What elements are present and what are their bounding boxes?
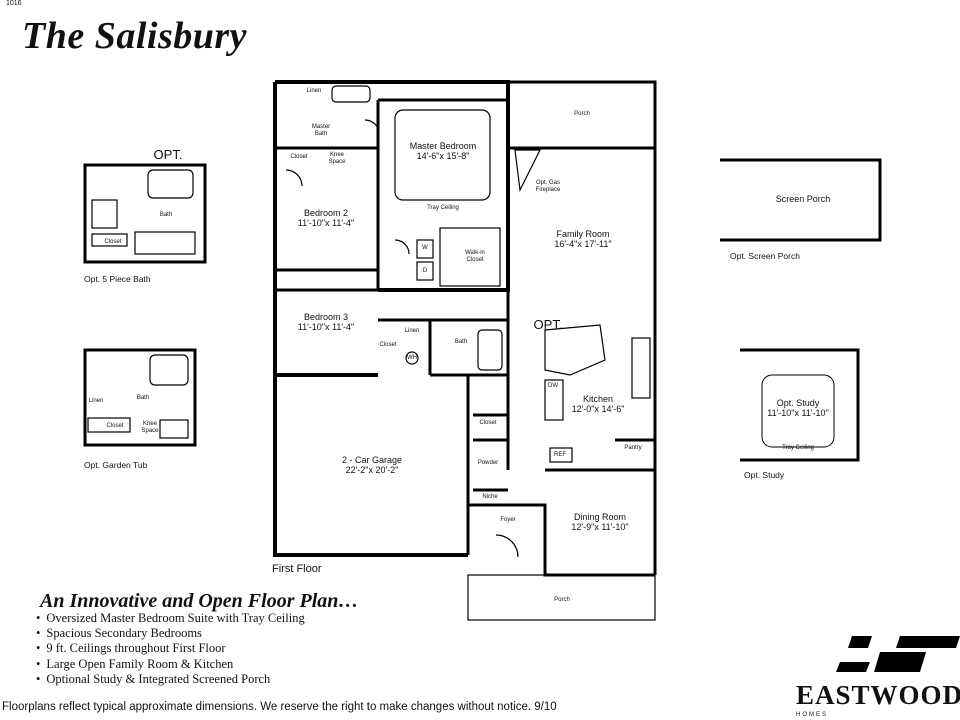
screen-porch-label: Screen Porch bbox=[775, 194, 831, 204]
eastwood-logo-mark bbox=[836, 636, 960, 672]
closet-hall-label: Closet bbox=[479, 420, 497, 426]
foyer-label: Foyer bbox=[500, 517, 516, 523]
ref-label: REF bbox=[554, 452, 566, 458]
five-piece-bath-label: Bath bbox=[159, 212, 173, 218]
master-bath-label: Master Bath bbox=[311, 124, 331, 137]
five-piece-bath-opt: OPT. bbox=[153, 147, 183, 162]
pantry-label: Pantry bbox=[624, 445, 642, 451]
washer-label: W bbox=[422, 245, 428, 251]
closet-bedroom3-label: Closet bbox=[379, 342, 397, 348]
powder-label: Powder bbox=[477, 460, 499, 466]
hall-bath-label: Bath bbox=[454, 339, 468, 345]
eastwood-logo-word: EASTWOOD bbox=[796, 680, 960, 710]
knee-space-label: Knee Space bbox=[328, 152, 346, 165]
garden-tub-caption: Opt. Garden Tub bbox=[84, 460, 148, 470]
study-caption: Opt. Study bbox=[744, 470, 785, 480]
feature-list: Oversized Master Bedroom Suite with Tray… bbox=[36, 611, 305, 687]
garden-tub-bath-label: Bath bbox=[136, 395, 150, 401]
plan-title: The Salisbury bbox=[22, 15, 248, 57]
page-id: 1016 bbox=[6, 0, 22, 7]
linen-top-label: Linen bbox=[306, 88, 322, 94]
garden-tub-linen-label: Linen bbox=[88, 398, 104, 404]
screen-porch-caption: Opt. Screen Porch bbox=[730, 251, 800, 261]
fireplace-label: Opt. Gas Fireplace bbox=[535, 180, 561, 193]
porch-top-label: Porch bbox=[574, 111, 590, 117]
garden-tub-closet-label: Closet bbox=[106, 423, 124, 429]
five-piece-closet-label: Closet bbox=[104, 239, 122, 245]
tray-ceiling-label: Tray Ceiling bbox=[427, 205, 459, 211]
kitchen-opt-label: OPT. bbox=[533, 317, 563, 332]
floor-label: First Floor bbox=[272, 563, 322, 575]
dryer-label: D bbox=[422, 268, 428, 274]
feature-item: 9 ft. Ceilings throughout First Floor bbox=[36, 641, 305, 656]
feature-item: Large Open Family Room & Kitchen bbox=[36, 657, 305, 672]
closet-bedroom2-label: Closet bbox=[290, 154, 308, 160]
garden-tub-knee-label: Knee Space bbox=[141, 421, 159, 434]
study-tray-label: Tray Ceiling bbox=[782, 445, 814, 451]
feature-item: Spacious Secondary Bedrooms bbox=[36, 626, 305, 641]
niche-label: Niche bbox=[482, 494, 498, 500]
porch-bottom-label: Porch bbox=[554, 597, 570, 603]
water-heater-label: WH bbox=[407, 355, 417, 361]
linen-mid-label: Linen bbox=[404, 328, 420, 334]
disclaimer: Floorplans reflect typical approximate d… bbox=[2, 701, 557, 713]
eastwood-logo-sub: HOMES bbox=[796, 712, 829, 718]
tagline: An Innovative and Open Floor Plan… bbox=[40, 590, 359, 612]
dishwasher-label: DW bbox=[548, 383, 558, 389]
five-piece-bath-caption: Opt. 5 Piece Bath bbox=[84, 274, 151, 284]
feature-item: Oversized Master Bedroom Suite with Tray… bbox=[36, 611, 304, 626]
walk-in-closet-label: Walk-in Closet bbox=[465, 250, 485, 263]
feature-item: Optional Study & Integrated Screened Por… bbox=[36, 672, 305, 687]
